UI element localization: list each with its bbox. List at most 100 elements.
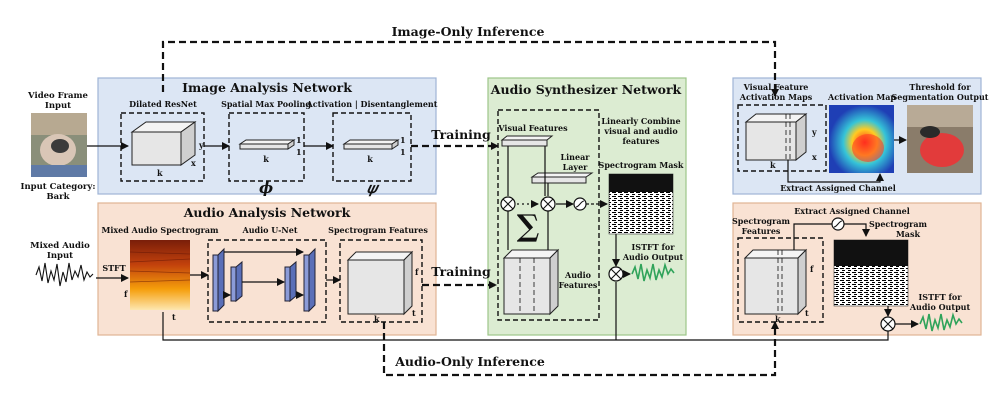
mixed-spectrogram-image [130, 240, 190, 310]
inference-spec-cube [743, 248, 808, 316]
inference-spec-box [737, 237, 824, 323]
pool-box [228, 112, 305, 182]
multiply-node-left [500, 196, 516, 212]
linear-layer-label-1: Linear [561, 152, 591, 162]
pool-dim-one-b: 1 [296, 147, 302, 157]
inference-dim-y: y [811, 127, 817, 137]
linearly-combine-label-2: visual and audio [603, 126, 678, 136]
resnet-dim-k: k [157, 168, 163, 178]
spatial-pool-label: Spatial Max Pooling [221, 99, 311, 109]
synth-mask-dark [609, 174, 673, 192]
inference-mask-label-2: Mask [896, 229, 921, 239]
pool-dim-one-a: 1 [296, 135, 302, 145]
segmentation-output-image [907, 105, 973, 173]
linearly-combine-label-3: features [622, 136, 660, 146]
synth-network-title: Audio Synthesizer Network [490, 82, 682, 97]
inference-sigmoid-to-mask [844, 223, 870, 237]
spectrogram-dim-f: f [124, 289, 128, 299]
spectrogram-texture [129, 251, 191, 283]
sum-symbol: ∑ [517, 209, 540, 244]
mixed-audio-waveform [35, 262, 94, 287]
phi-symbol: ϕ [259, 179, 273, 197]
features-dim-t: t [412, 308, 416, 318]
audio-features-cube [502, 248, 560, 316]
spectrogram-features-box [339, 239, 423, 323]
features-dim-f: f [415, 267, 419, 277]
inference-dim-k: k [770, 160, 776, 170]
image-only-inference-path [161, 40, 779, 97]
activation-map-image [829, 105, 894, 173]
threshold-label-2: Segmentation Output [892, 92, 989, 102]
resnet-cube [130, 121, 197, 166]
inference-spec-features-label-1: Spectrogram [732, 216, 791, 226]
input-category-label-1: Input Category: [21, 182, 96, 192]
unet-blocks [212, 247, 316, 313]
audio-only-inference-path [382, 321, 779, 377]
activation-dim-one-a: 1 [400, 135, 406, 145]
training-label-bottom: Training [431, 264, 491, 279]
resnet-dim-x: x [191, 158, 196, 168]
activation-dim-k: k [367, 154, 373, 164]
spectrogram-dim-t: t [172, 312, 176, 322]
spectrogram-features-cube [346, 250, 414, 316]
mixed-spectrogram-label: Mixed Audio Spectrogram [102, 225, 219, 235]
visual-features-label: Visual Features [497, 123, 568, 133]
training-label-top: Training [431, 127, 491, 142]
activation-map-label: Activation Map [827, 92, 896, 102]
synth-mask-label: Spectrogram Mask [599, 160, 684, 170]
mixed-audio-label-2: Input [47, 251, 73, 261]
synth-istft-label-2: Audio Output [622, 252, 684, 262]
activation-vector [342, 139, 400, 150]
audio-only-inference-label: Audio-Only Inference [394, 354, 545, 369]
resnet-box [120, 112, 205, 182]
inference-dim-x: x [812, 152, 817, 162]
spectrogram-features-label: Spectrogram Features [328, 225, 428, 235]
audio-features-label-1: Audio [564, 270, 592, 280]
inference-istft-label-1: ISTFT for [919, 292, 963, 302]
video-frame-label-2: Input [45, 101, 71, 111]
activation-label: Activation | Disentanglement [306, 99, 438, 109]
pool-vector [238, 139, 296, 150]
synth-output-multiply [608, 266, 624, 282]
image-only-inference-label: Image-Only Inference [392, 24, 545, 39]
inference-mask-label-1: Spectrogram [869, 219, 928, 229]
synth-istft-label-1: ISTFT for [632, 242, 676, 252]
pool-dim-k: k [263, 154, 269, 164]
visual-features-vector [500, 135, 554, 147]
inference-line-to-mult [775, 331, 889, 341]
unet-box [207, 239, 327, 323]
inference-spec-dim-k: k [775, 314, 781, 324]
extract-channel-label-bottom: Extract Assigned Channel [794, 206, 910, 216]
audio-features-label-2: Features [559, 280, 598, 290]
extract-channel-label-top: Extract Assigned Channel [780, 183, 896, 193]
audio-network-title: Audio Analysis Network [183, 205, 351, 220]
visual-feature-maps-label-1: Visual Feature [743, 82, 809, 92]
inference-feature-box [737, 104, 827, 172]
linear-layer-label-2: Layer [563, 162, 589, 172]
inference-spec-dim-f: f [810, 264, 814, 274]
synth-inner-box [497, 109, 600, 321]
activation-dim-one-b: 1 [400, 147, 406, 157]
inference-output-multiply [880, 316, 896, 332]
unet-label: Audio U-Net [241, 225, 297, 235]
sigmoid-node [573, 197, 587, 211]
bottom-feedback-line [162, 312, 775, 341]
linear-layer-vector [530, 172, 594, 184]
resnet-dim-y: y [198, 140, 204, 150]
image-network-title: Image Analysis Network [182, 80, 352, 95]
stft-label: STFT [102, 263, 125, 273]
inference-extract-line [793, 223, 832, 250]
extract-channel-line [787, 160, 884, 183]
inference-sigmoid-node [831, 217, 845, 231]
video-frame-label-1: Video Frame [27, 91, 89, 101]
inference-visual-cube [744, 112, 808, 162]
inference-spec-dim-t: t [805, 308, 809, 318]
inference-istft-label-2: Audio Output [909, 302, 971, 312]
input-category-label-2: Bark [46, 192, 70, 202]
synth-output-waveform [631, 262, 675, 282]
mixed-audio-label-1: Mixed Audio [30, 241, 90, 251]
visual-feature-maps-label-2: Activation Maps [739, 92, 813, 102]
inference-mask-dark [834, 240, 908, 266]
linearly-combine-label-1: Linearly Combine [601, 116, 680, 126]
